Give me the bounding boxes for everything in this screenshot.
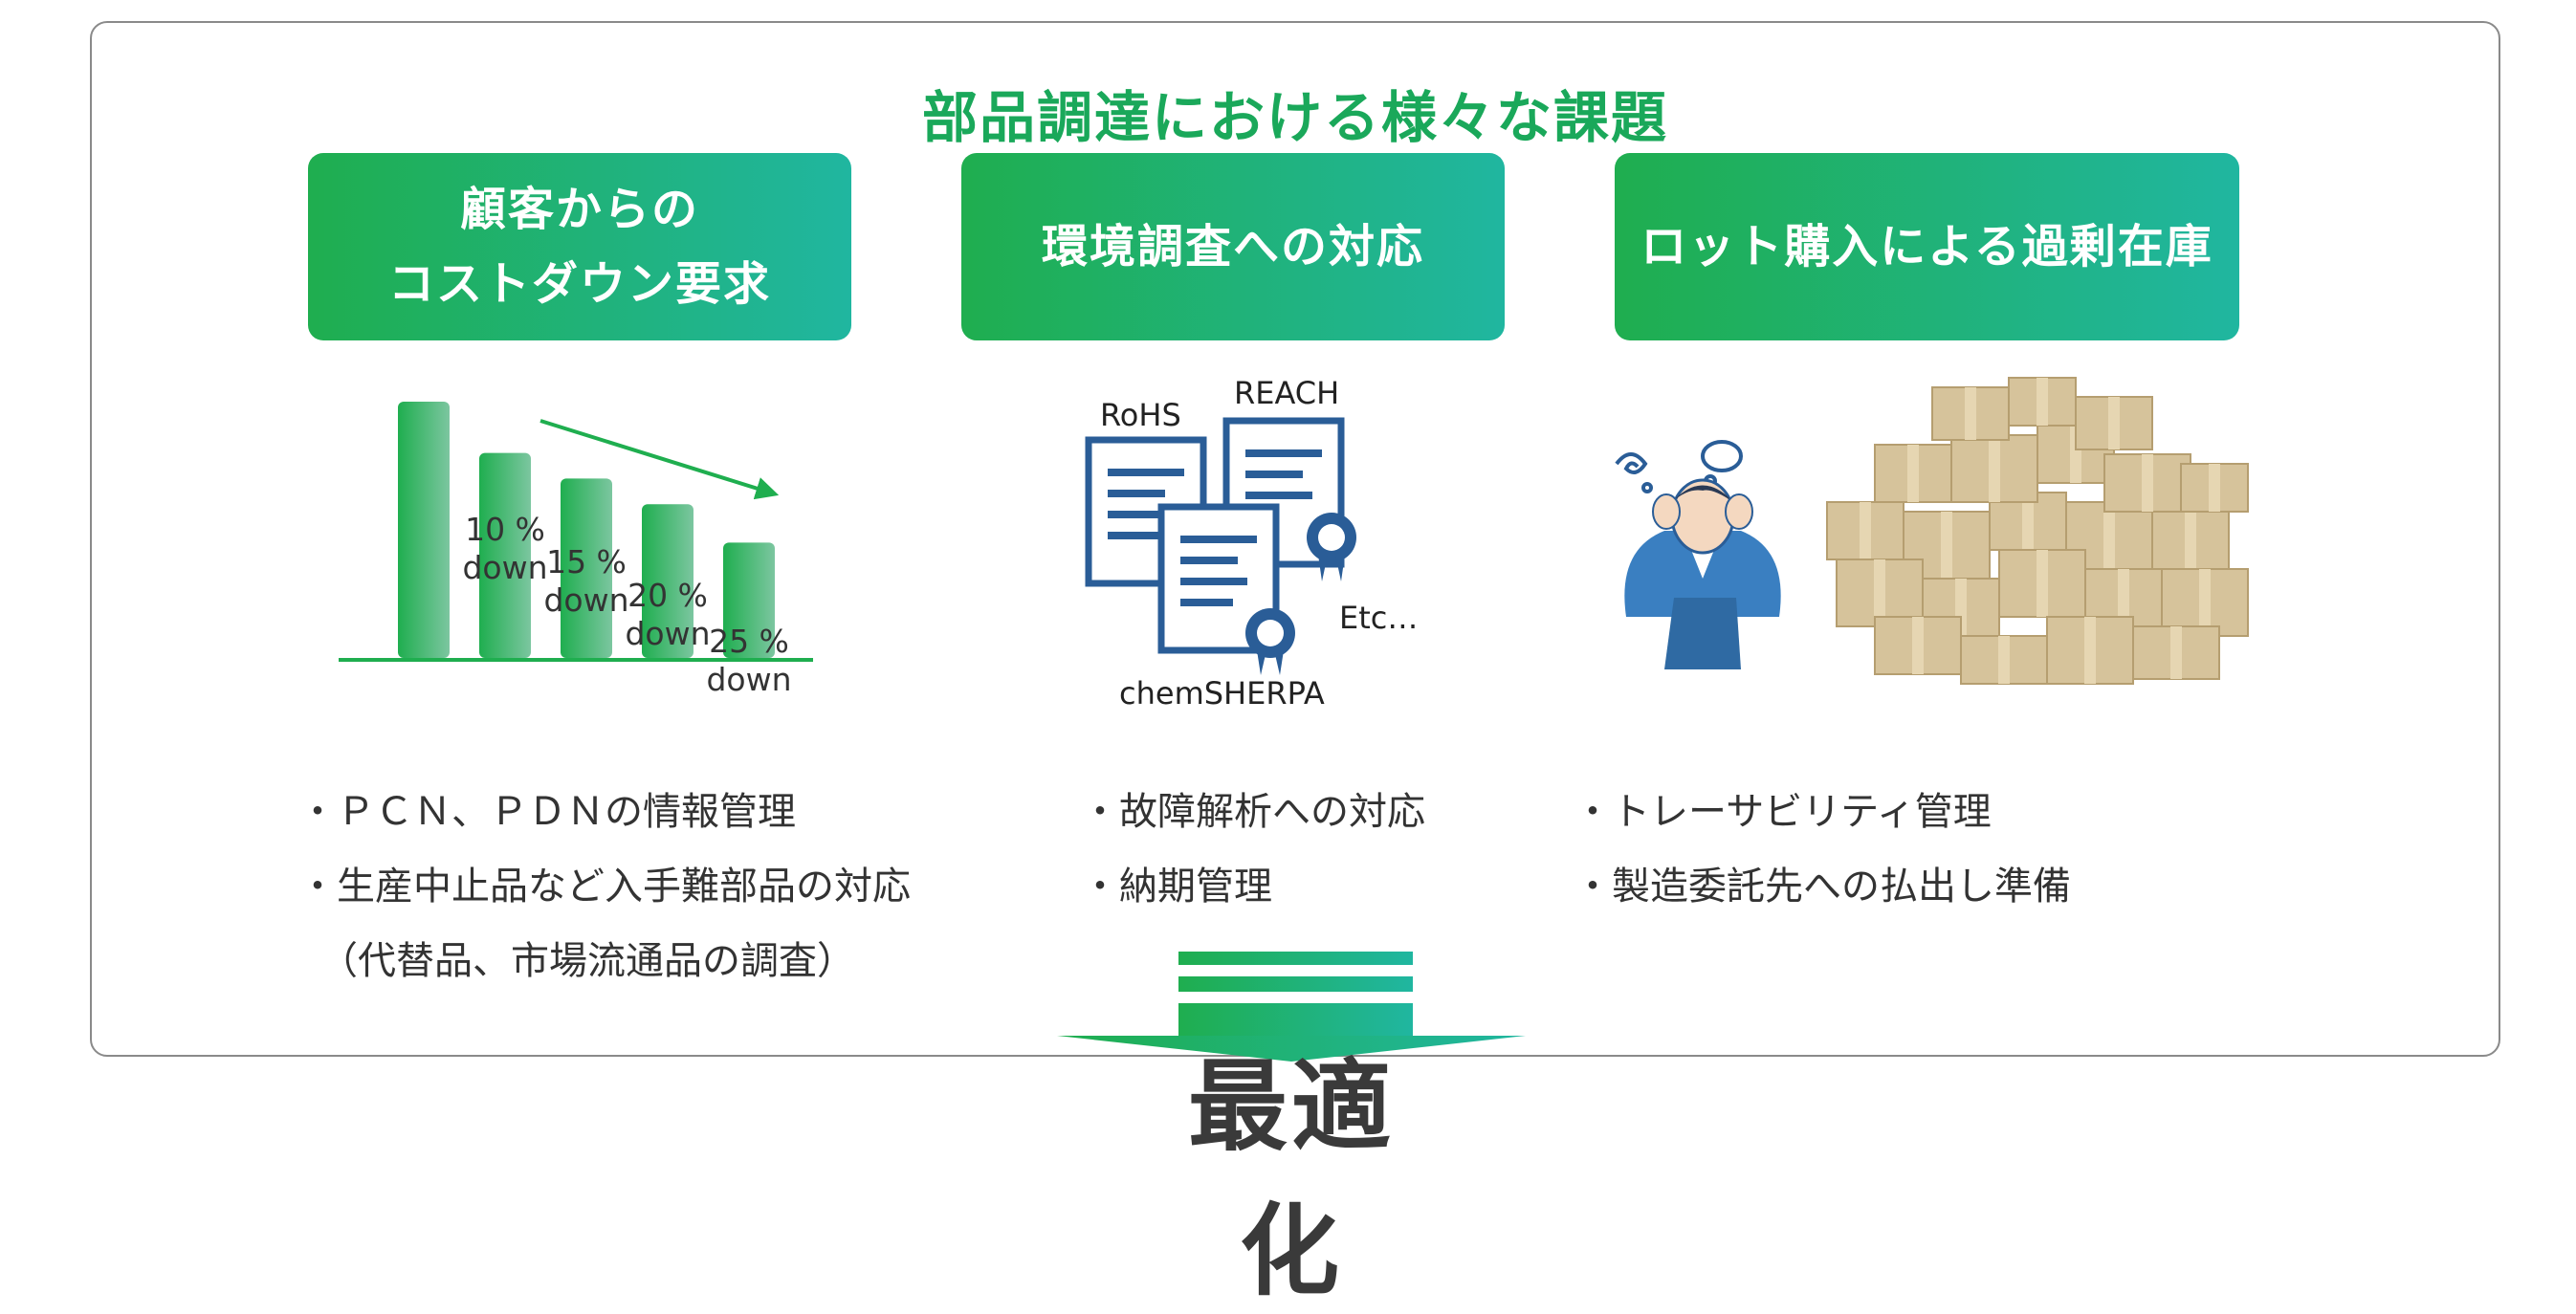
person-torso	[1664, 598, 1741, 669]
downward-trend-arrow	[539, 419, 780, 500]
box-tape	[2108, 397, 2120, 449]
percent-down-word: down	[625, 615, 711, 653]
percent-down-label-2: 15 %down	[539, 543, 634, 620]
issue-box-environment-label: 環境調査への対応	[1041, 220, 1424, 274]
bullet-col1-item3: （代替品、市場流通品の調査）	[319, 939, 855, 983]
box-tape	[2185, 512, 2196, 569]
cost-down-chart	[339, 402, 813, 662]
issue-box-excess-stock: ロット購入による過剰在庫	[1615, 153, 2239, 340]
box-tape	[2037, 378, 2048, 426]
percent-down-label-3: 20 %down	[620, 577, 716, 653]
bullet-col2-item1: ・故障解析への対応	[1081, 790, 1425, 834]
arrow-stripe-3	[1178, 1003, 1413, 1036]
percent-down-word: down	[543, 581, 629, 620]
label-reach: REACH	[1234, 375, 1340, 411]
issue-box-excess-stock-label: ロット購入による過剰在庫	[1640, 220, 2213, 274]
chart-bar-5	[723, 542, 775, 658]
arrow-head	[1057, 1036, 1526, 1062]
chart-bar-1	[398, 402, 450, 658]
label-etc: Etc…	[1339, 600, 1419, 636]
issue-box-environment: 環境調査への対応	[961, 153, 1505, 340]
main-title: 部品調達における様々な課題	[921, 85, 1668, 150]
percent-down-word: down	[462, 548, 548, 586]
box-tape	[1874, 559, 1885, 626]
bars-group	[398, 402, 775, 658]
box-tape	[2142, 454, 2153, 512]
arrow-stripe-2	[1178, 976, 1413, 992]
percent-value: 10 %	[465, 510, 545, 548]
label-rohs: RoHS	[1100, 397, 1181, 433]
box-tape	[2037, 550, 2048, 617]
document-chemsherpa-lines	[1180, 536, 1257, 606]
document-rohs-lines	[1108, 469, 1184, 539]
box-tape	[1860, 502, 1871, 559]
box-tape	[2209, 464, 2220, 512]
percent-down-label-4: 25 %down	[701, 623, 797, 699]
box-tape	[1998, 636, 2010, 684]
percent-down-label-1: 10 %down	[457, 511, 553, 587]
worried-person-illustration	[1615, 440, 1781, 669]
box-tape	[2022, 493, 2034, 550]
person-right-hand	[1725, 493, 1753, 530]
issue-box-cost-down-line1: 顧客からの	[459, 183, 699, 236]
box-tape	[2199, 569, 2211, 636]
stacked-boxes-illustration	[1826, 377, 2249, 685]
person-head	[1670, 478, 1735, 555]
seal-reach-icon	[1307, 513, 1356, 581]
box-tape	[2084, 617, 2096, 684]
box-tape	[1907, 445, 1919, 502]
percent-down-word: down	[706, 661, 792, 699]
bullet-list-col2: ・故障解析への対応 ・納期管理	[1081, 775, 1425, 924]
chart-bar-3	[561, 478, 612, 658]
box-tape	[1989, 435, 2000, 502]
seal-chemsherpa-icon	[1245, 608, 1295, 675]
issue-box-cost-down: 顧客からの コストダウン要求	[308, 153, 851, 340]
percent-value: 20 %	[627, 577, 708, 615]
confused-swirl-icon	[1615, 452, 1653, 493]
person-left-hand	[1652, 493, 1681, 530]
bullet-list-col1: ・ＰＣＮ、ＰＤＮの情報管理 ・生産中止品など入手難部品の対応 （代替品、市場流通…	[298, 775, 911, 998]
chart-bar-2	[479, 452, 531, 658]
bullet-col2-item2: ・納期管理	[1081, 865, 1272, 909]
percent-value: 15 %	[546, 543, 627, 581]
bullet-col3-item2: ・製造委託先への払出し準備	[1574, 865, 2071, 909]
document-reach-lines	[1245, 449, 1322, 499]
box-tape	[1965, 387, 1976, 440]
issue-box-cost-down-line2: コストダウン要求	[387, 257, 771, 311]
bullet-col1-item1: ・ＰＣＮ、ＰＤＮの情報管理	[298, 790, 796, 834]
bullet-list-col3: ・トレーサビリティ管理 ・製造委託先への払出し準備	[1574, 775, 2071, 924]
bullet-col3-item1: ・トレーサビリティ管理	[1574, 790, 1992, 834]
person-hair	[1672, 485, 1733, 502]
chart-bar-4	[642, 504, 694, 658]
box-tape	[1941, 512, 1952, 579]
box-tape	[2170, 626, 2182, 679]
boxes-group	[1826, 377, 2249, 685]
bullet-col1-item2: ・生産中止品など入手難部品の対応	[298, 865, 911, 909]
percent-value: 25 %	[709, 623, 789, 661]
arrow-stripe-1	[1178, 952, 1413, 965]
compliance-documents-illustration	[1085, 417, 1356, 675]
optimization-label: 最適化	[1187, 1048, 1395, 1309]
optimization-arrow	[1057, 952, 1526, 1062]
box-tape	[1912, 617, 1924, 674]
label-chemsherpa: chemSHERPA	[1119, 675, 1325, 712]
box-tape	[2118, 569, 2129, 626]
box-tape	[2103, 502, 2115, 569]
